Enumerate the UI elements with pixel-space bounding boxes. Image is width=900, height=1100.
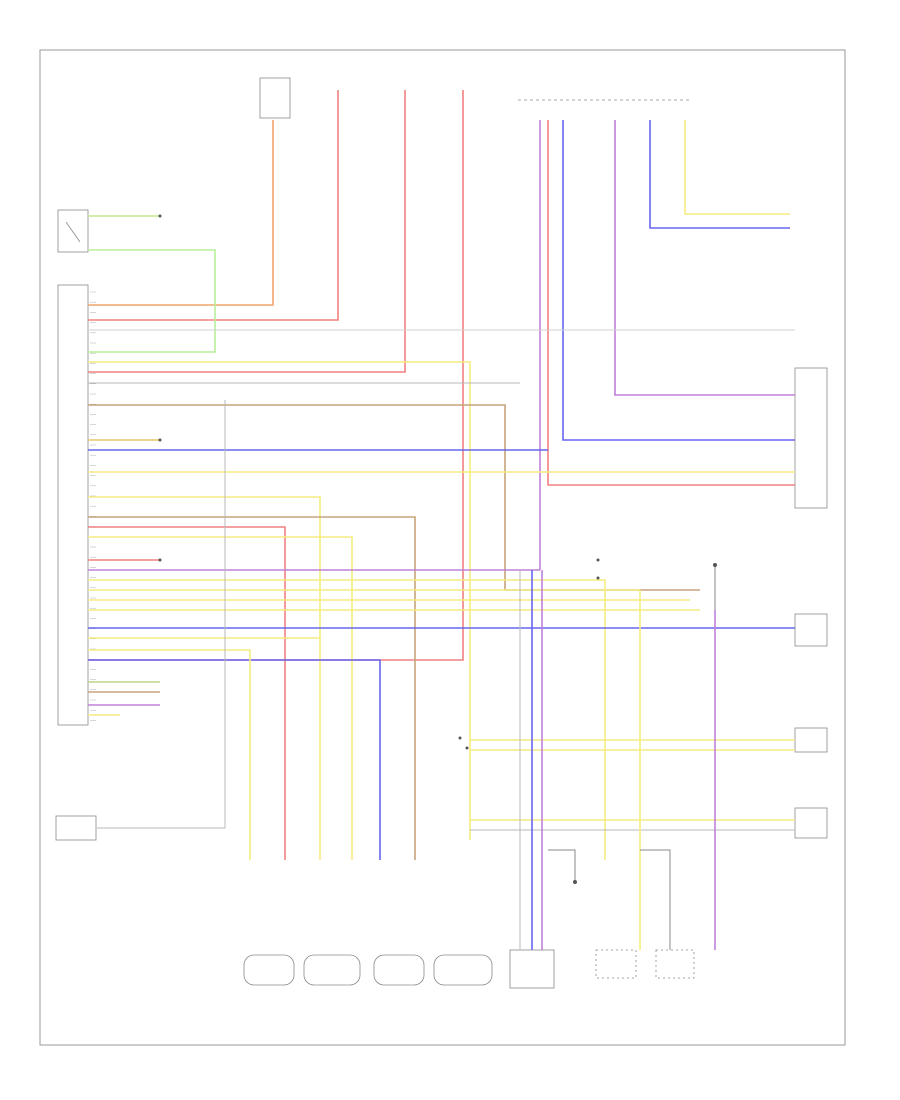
wire-blue-5 [88, 659, 381, 860]
wire-yellow-top [684, 120, 790, 215]
wire-red-2 [88, 90, 406, 373]
splice-dot [158, 558, 162, 562]
lateral-acceleration-sensor [794, 807, 828, 839]
wire-green-1 [88, 249, 216, 353]
wire-red-3 [88, 90, 464, 661]
components [55, 77, 828, 989]
wire-yellow-5 [88, 536, 353, 860]
wire-yellow-4 [88, 496, 321, 860]
yaw-rate-sensor [794, 727, 828, 753]
brake-pad-wear-sensor-right [595, 949, 637, 979]
diagram-frame [39, 49, 846, 1046]
wire-blue-2 [649, 120, 790, 229]
splice-dot [596, 558, 600, 562]
splice-dot [158, 438, 162, 442]
left-rear-wheel-speed-sensor [373, 954, 425, 986]
wire-gray-6 [548, 849, 576, 880]
brake-light-switch [794, 367, 828, 509]
wire-red-5 [88, 526, 286, 860]
splice-dot [458, 736, 462, 740]
abs-control-module [57, 284, 89, 726]
splice-dot [573, 880, 577, 884]
switch-contact-icon [65, 221, 81, 243]
wire-yellow-6 [88, 579, 606, 860]
wire-blue-1 [562, 120, 795, 441]
wire-gray-4 [97, 400, 226, 829]
connector-dots [158, 214, 717, 884]
wire-yellow-11 [88, 649, 251, 860]
wire-violet-2 [614, 120, 795, 396]
splice-dot [596, 576, 600, 580]
splice-dot [158, 214, 162, 218]
wire-orange-1 [88, 120, 274, 306]
left-front-wheel-speed-sensor [243, 954, 295, 986]
right-rear-wheel-speed-sensor [433, 954, 493, 986]
brake-pad-wear-sensor-left [655, 949, 695, 979]
brake-pressure-sensor [55, 815, 97, 841]
wire-yellow-1 [88, 361, 471, 840]
module-pin-ticks [90, 291, 96, 721]
wire-red-4 [547, 120, 795, 486]
wire-red-1 [88, 90, 339, 321]
steering-angle-sensor [794, 613, 828, 647]
splice-dot [713, 563, 717, 567]
wires [88, 90, 795, 950]
brake-fluid-level-switch [57, 209, 89, 253]
top-sensor-box [259, 77, 291, 119]
wire-brown-2 [88, 516, 416, 860]
abs-hydraulic-unit [509, 949, 555, 989]
splice-dot [465, 746, 469, 750]
right-front-wheel-speed-sensor [303, 954, 361, 986]
wire-gray-7 [640, 849, 671, 950]
